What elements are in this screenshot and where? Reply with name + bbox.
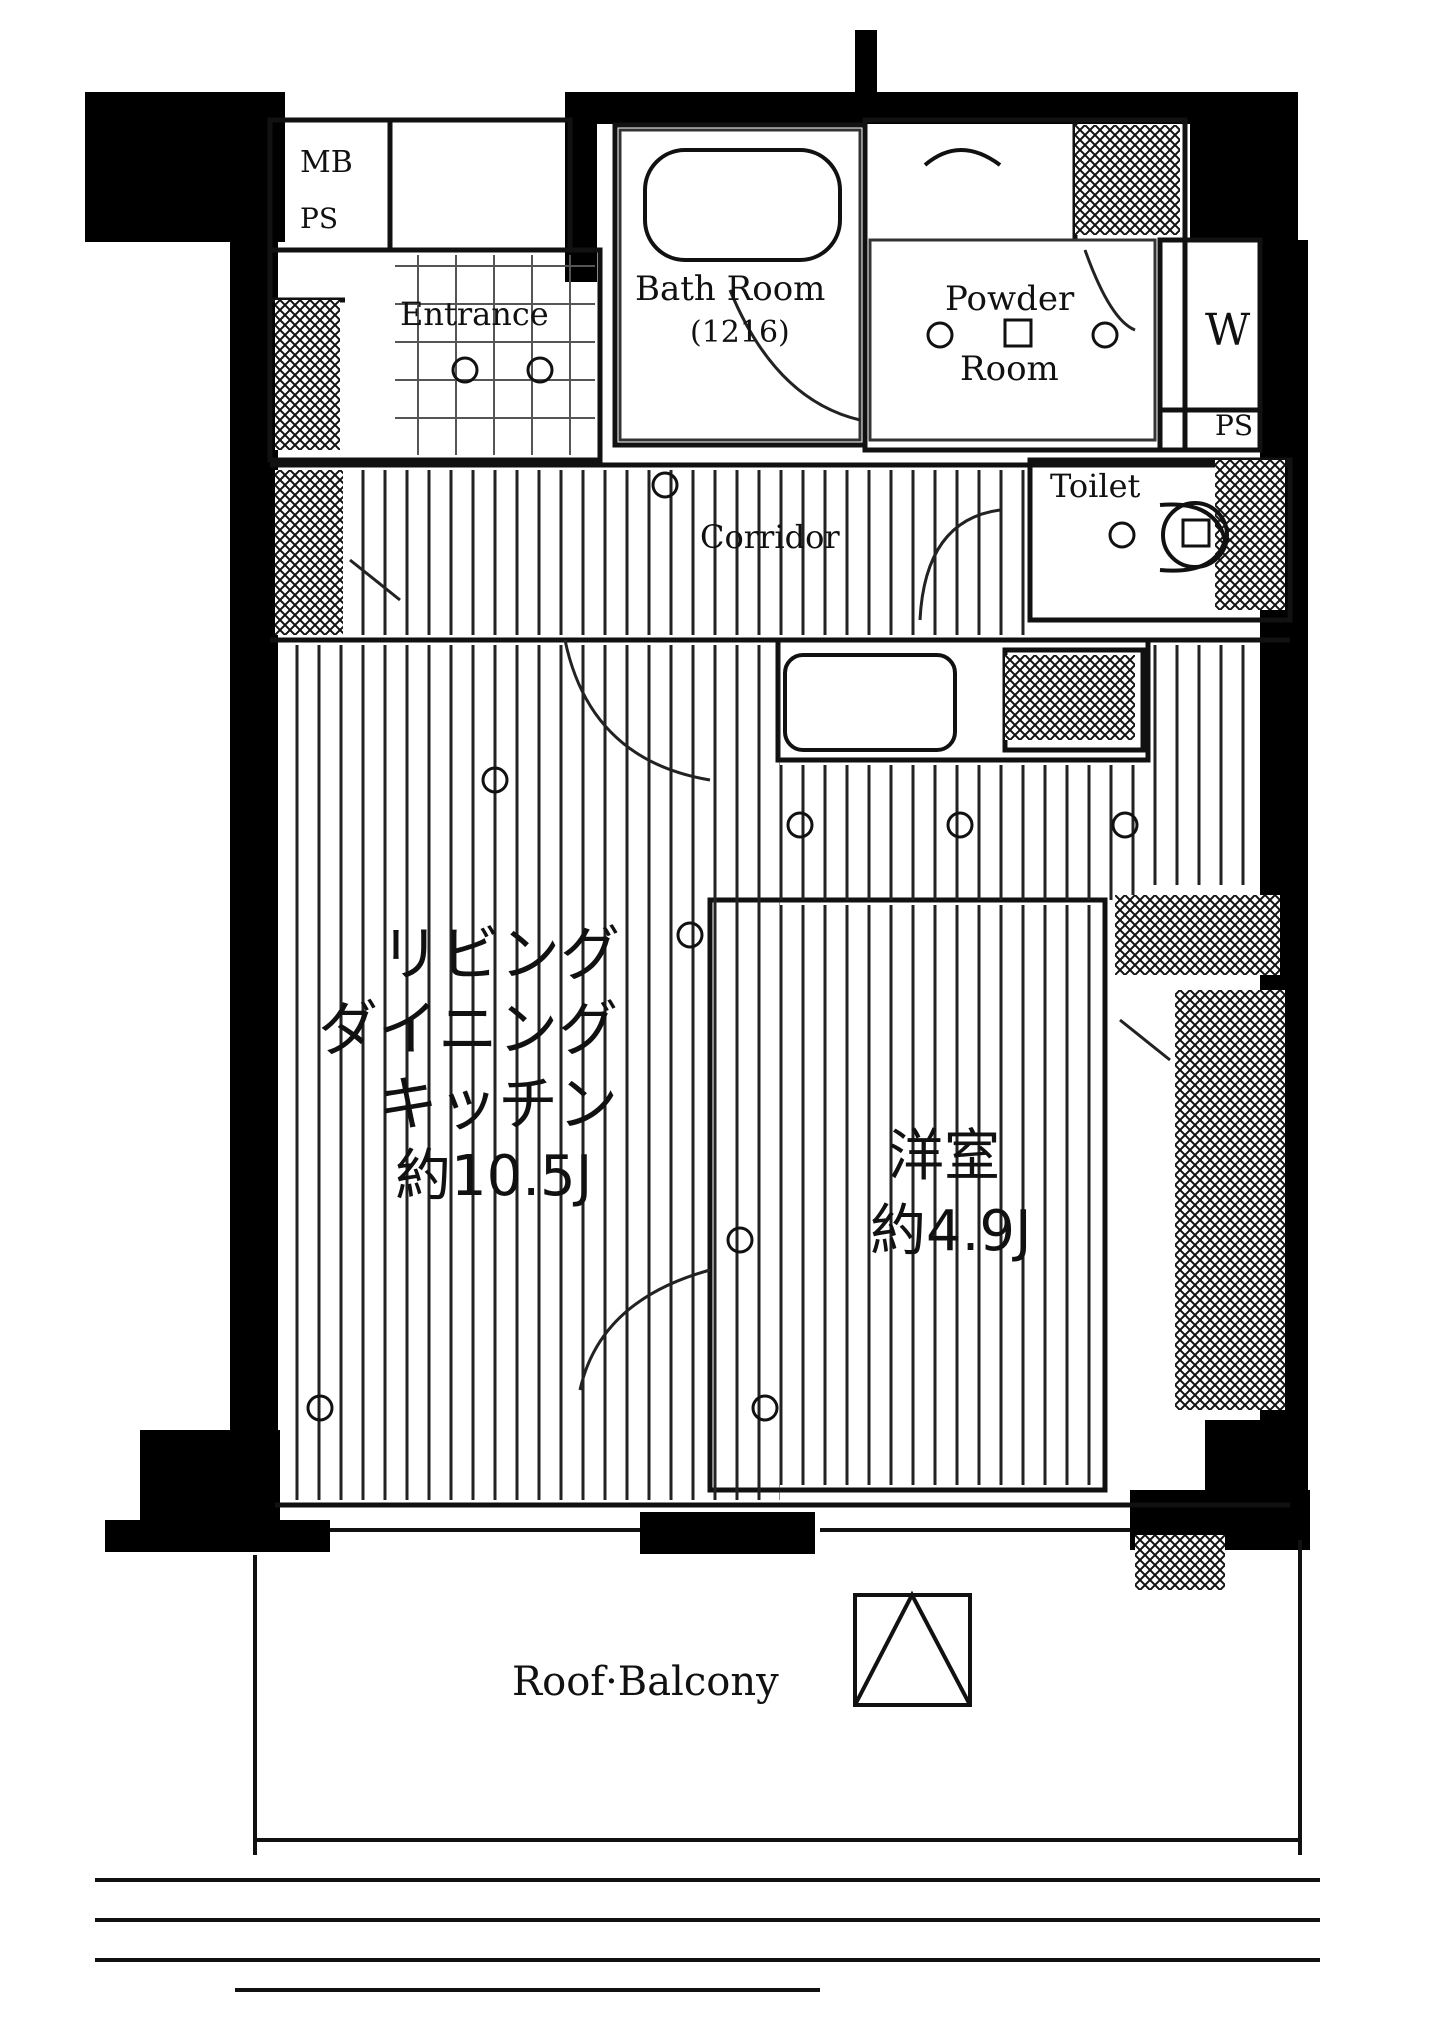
western-room-size-label: 約4.9J xyxy=(870,1199,1032,1264)
w-label: W xyxy=(1205,305,1251,356)
bath-size-label: (1216) xyxy=(690,315,790,350)
ldk-label-dining: ダイニング xyxy=(318,995,618,1065)
balcony-outline xyxy=(95,1528,1320,1992)
ps-label-right: PS xyxy=(1215,409,1253,442)
kitchen-sink-icon xyxy=(783,653,957,752)
fixtures xyxy=(643,148,1229,752)
bathtub-icon xyxy=(643,148,842,262)
corridor-label: Corridor xyxy=(700,518,840,556)
door-swings xyxy=(349,249,1171,1391)
entrance-label: Entrance xyxy=(400,295,549,333)
mb-label: MB xyxy=(300,145,353,180)
powder-sink-icon xyxy=(923,148,1002,167)
storage-hatching xyxy=(275,125,1285,1590)
ldk-label-kitchen: キッチン xyxy=(378,1070,618,1140)
ps-label-top: PS xyxy=(300,202,338,235)
roof-balcony-label: Roof·Balcony xyxy=(512,1659,779,1705)
western-room-label: 洋室 xyxy=(888,1124,1000,1189)
ldk-size-label: 約10.5J xyxy=(395,1144,592,1209)
toilet-bowl-outline xyxy=(1159,502,1228,573)
tiled-areas xyxy=(395,128,1157,455)
powder-room-label-2: Room xyxy=(960,349,1059,389)
bath-room-label: Bath Room xyxy=(635,269,825,309)
toilet-label: Toilet xyxy=(1050,467,1141,505)
outlet-symbols xyxy=(306,318,1211,1422)
flooring xyxy=(280,470,1260,1500)
powder-room-label: Powder xyxy=(945,279,1075,319)
ldk-label-living: リビング xyxy=(380,920,620,990)
hatch-icon xyxy=(853,1593,972,1707)
